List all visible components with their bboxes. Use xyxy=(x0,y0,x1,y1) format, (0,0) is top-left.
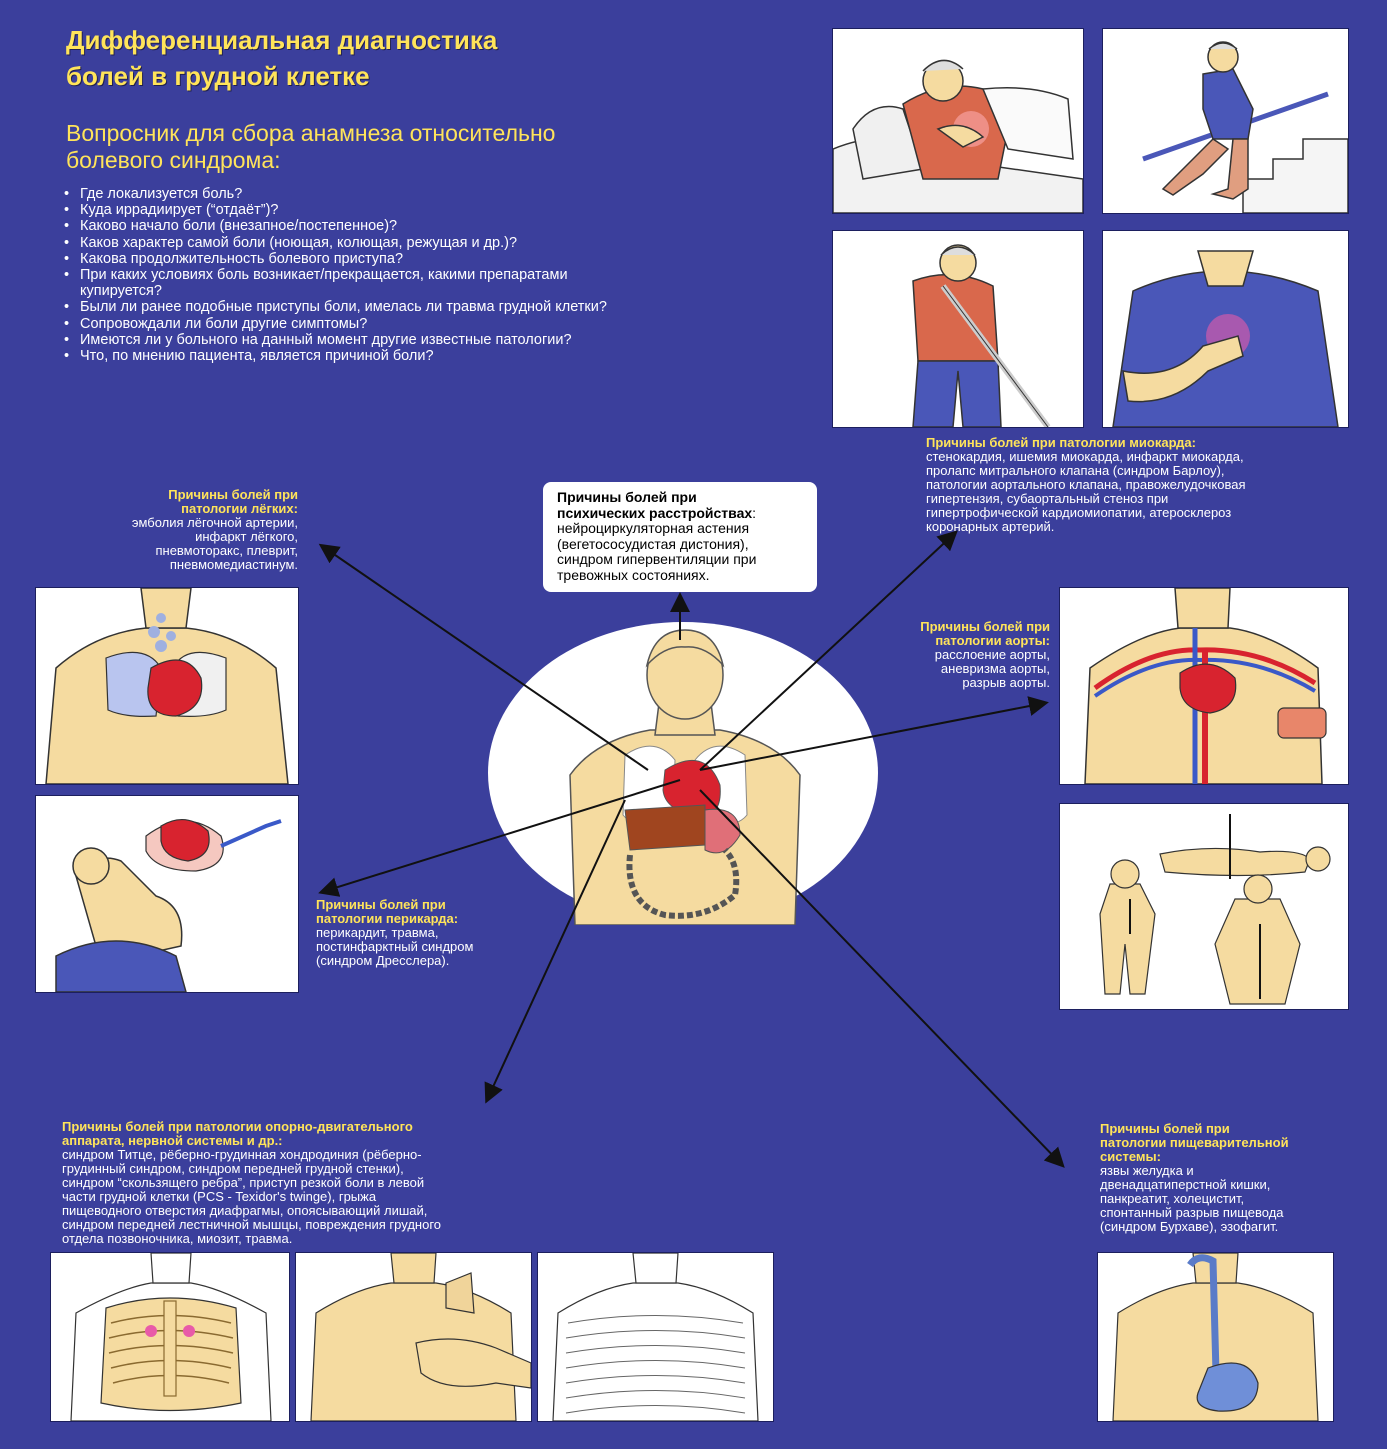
digestive-causes-caption: Причины болей при патологии пищеваритель… xyxy=(1100,1122,1360,1234)
musculo-heading-line: аппарата, нервной системы и др.: xyxy=(62,1133,283,1148)
lungs-body-line: пневмоторакс, плеврит, xyxy=(155,543,298,558)
musculo-body-line: синдром “скользящего ребра”, приступ рез… xyxy=(62,1175,425,1190)
psychic-causes-box: Причины болей при психических расстройст… xyxy=(543,482,817,592)
illustration-chest-hand xyxy=(295,1252,532,1422)
lungs-heading-line: патологии лёгких: xyxy=(181,501,298,516)
musculo-causes-caption: Причины болей при патологии опорно-двига… xyxy=(62,1120,532,1246)
questionnaire-title: Вопросник для сбора анамнеза относительн… xyxy=(66,120,766,174)
pericard-causes-caption: Причины болей при патологии перикарда: п… xyxy=(316,898,546,968)
lungs-heading-line: Причины болей при xyxy=(168,487,298,502)
illustration-blue-shirt-chest-pain xyxy=(1102,230,1349,428)
question-item: Сопровождали ли боли другие симптомы? xyxy=(62,316,722,332)
digestive-heading-line: системы: xyxy=(1100,1149,1161,1164)
psychic-heading-line: психических расстройствах xyxy=(557,504,753,521)
myocard-body-line: стенокардия, ишемия миокарда, инфаркт ми… xyxy=(926,449,1244,464)
digestive-heading-line: Причины болей при xyxy=(1100,1121,1230,1136)
questions-list: Где локализуется боль? Куда иррадиирует … xyxy=(62,186,722,364)
illustration-aorta xyxy=(1059,587,1349,785)
illustration-man-in-bed-chest-pain xyxy=(832,28,1084,214)
question-item: Что, по мнению пациента, является причин… xyxy=(62,348,722,364)
illustration-lungs-heart xyxy=(35,587,299,785)
myocard-body-line: пролапс митрального клапана (синдром Бар… xyxy=(926,463,1225,478)
musculo-body-line: пищеводного отверстия диафрагмы, опоясыв… xyxy=(62,1203,428,1218)
lungs-body-line: пневмомедиастинум. xyxy=(169,557,298,572)
psychic-heading-line: Причины болей при xyxy=(557,489,697,505)
illustration-pain-radiation xyxy=(1059,803,1349,1010)
illustration-esophagus-stomach xyxy=(1097,1252,1334,1422)
digestive-heading-line: патологии пищеварительной xyxy=(1100,1135,1289,1150)
myocard-heading: Причины болей при патологии миокарда: xyxy=(926,435,1196,450)
myocard-body-line: коронарных артерий. xyxy=(926,519,1055,534)
digestive-body-line: панкреатит, холецистит, xyxy=(1100,1191,1245,1206)
question-item: Были ли ранее подобные приступы боли, им… xyxy=(62,299,660,315)
aorta-body-line: расслоение аорты, xyxy=(934,647,1050,662)
subtitle-line-2: болевого синдрома: xyxy=(66,147,281,173)
aorta-heading-line: Причины болей при xyxy=(920,619,1050,634)
myocard-body-line: гипертрофической кардиомиопатии, атероск… xyxy=(926,505,1232,520)
central-body-figure xyxy=(569,629,801,925)
pericard-heading-line: Причины болей при xyxy=(316,897,446,912)
lungs-body-line: эмболия лёгочной артерии, xyxy=(131,515,298,530)
question-item: Куда иррадиирует (“отдаёт”)? xyxy=(62,202,722,218)
lungs-body-line: инфаркт лёгкого, xyxy=(195,529,298,544)
musculo-heading-line: Причины болей при патологии опорно-двига… xyxy=(62,1119,413,1134)
myocard-body-line: патологии аортального клапана, правожелу… xyxy=(926,477,1246,492)
pericard-body-line: постинфарктный синдром xyxy=(316,939,474,954)
pericard-heading-line: патологии перикарда: xyxy=(316,911,459,926)
title-line-2: болей в грудной клетке xyxy=(66,61,370,91)
illustration-dermatomes xyxy=(537,1252,774,1422)
myocard-body-line: гипертензия, субаортальный стеноз при xyxy=(926,491,1169,506)
question-item: Каково начало боли (внезапное/постепенно… xyxy=(62,218,722,234)
question-item: Каков характер самой боли (ноющая, колющ… xyxy=(62,235,722,251)
digestive-body-line: язвы желудка и xyxy=(1100,1163,1194,1178)
musculo-body-line: синдром передней лестничной мышцы, повре… xyxy=(62,1217,442,1232)
aorta-body-line: аневризма аорты, xyxy=(940,661,1050,676)
question-item: Имеются ли у больного на данный момент д… xyxy=(62,332,670,348)
question-item: Где локализуется боль? xyxy=(62,186,722,202)
digestive-body-line: двенадцатиперстной кишки, xyxy=(1100,1177,1271,1192)
title-line-1: Дифференциальная диагностика xyxy=(66,25,498,55)
pericard-body-line: перикардит, травма, xyxy=(316,925,439,940)
musculo-body-line: отдела позвоночника, миозит, травма. xyxy=(62,1231,293,1246)
aorta-body-line: разрыв аорты. xyxy=(962,675,1050,690)
illustration-pericard xyxy=(35,795,299,993)
aorta-causes-caption: Причины болей при патологии аорты: рассл… xyxy=(850,620,1050,690)
psychic-body: нейроциркуляторная астения (вегетососуди… xyxy=(557,520,757,583)
illustration-rib-cage xyxy=(50,1252,290,1422)
subtitle-line-1: Вопросник для сбора анамнеза относительн… xyxy=(66,120,556,146)
musculo-body-line: грудинный синдром, синдром передней груд… xyxy=(62,1161,404,1176)
musculo-body-line: части грудной клетки (PCS - Texidor's tw… xyxy=(62,1189,377,1204)
digestive-body-line: (синдром Бурхаве), эзофагит. xyxy=(1100,1219,1279,1234)
lungs-causes-caption: Причины болей при патологии лёгких: эмбо… xyxy=(80,488,298,572)
pericard-body-line: (синдром Дресслера). xyxy=(316,953,450,968)
myocard-causes-caption: Причины болей при патологии миокарда: ст… xyxy=(926,436,1346,534)
question-item: При каких условиях боль возникает/прекра… xyxy=(62,267,640,299)
digestive-body-line: спонтанный разрыв пищевода xyxy=(1100,1205,1284,1220)
musculo-body-line: синдром Титце, рёберно-грудинная хондрод… xyxy=(62,1147,422,1162)
aorta-heading-line: патологии аорты: xyxy=(935,633,1050,648)
illustration-man-with-broom xyxy=(832,230,1084,428)
question-item: Какова продолжительность болевого присту… xyxy=(62,251,722,267)
page-title: Дифференциальная диагностика болей в гру… xyxy=(66,22,766,94)
illustration-man-climbing-stairs xyxy=(1102,28,1349,214)
